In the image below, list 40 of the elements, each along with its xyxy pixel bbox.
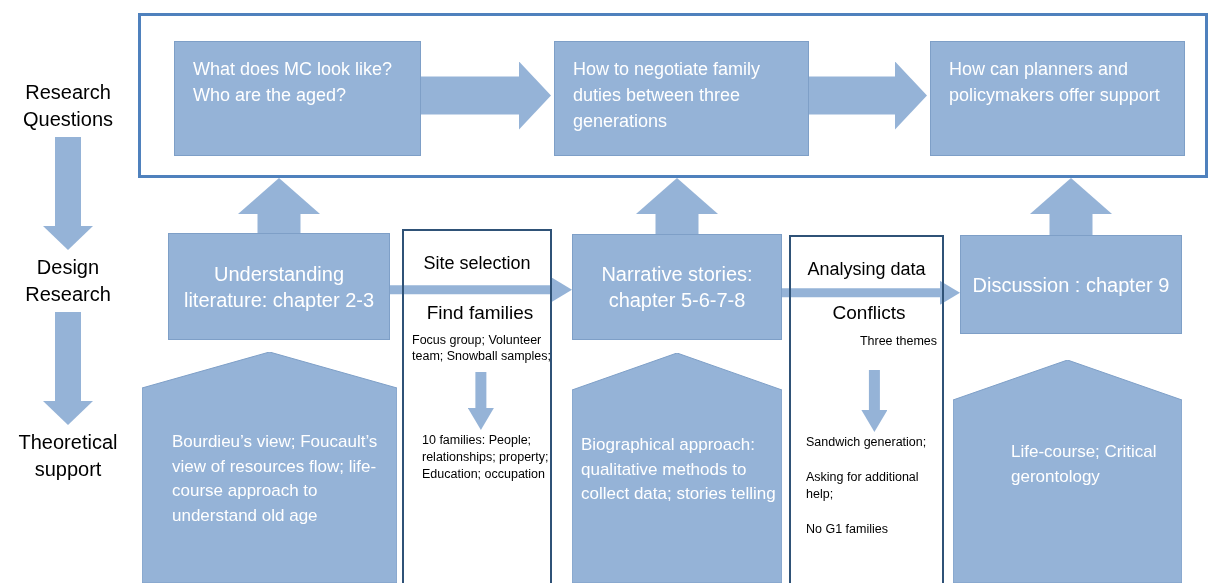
- process-box: [168, 233, 390, 340]
- block-arrow: [1030, 178, 1112, 235]
- question-text: What does MC look like? Who are the aged?: [193, 58, 394, 108]
- panel-text: Life-course; Critical gerontology: [1011, 441, 1158, 488]
- list-text: Three themes: [858, 334, 938, 348]
- row-label: Design Research: [24, 255, 112, 307]
- question-box: [930, 41, 1185, 156]
- block-arrow: [238, 178, 320, 233]
- question-text: How can planners and policymakers offer support: [949, 58, 1161, 108]
- block-arrow: [43, 137, 93, 250]
- list-text: Sandwich generation;: [806, 434, 928, 451]
- list-text: Focus group; Volunteer team; Snowball samples;: [411, 332, 552, 365]
- arrow: [782, 280, 960, 305]
- box-title: Understanding literature: chapter 2-3: [182, 261, 376, 313]
- panel-text: Biographical approach: qualitative methods to collect data; stories telling: [581, 434, 777, 506]
- arrow: [467, 372, 494, 430]
- list-text: No G1 families: [806, 520, 889, 538]
- row-label: Theoretical support: [17, 430, 119, 482]
- outlined-box: [402, 229, 552, 583]
- outlined-box: [789, 235, 944, 583]
- question-text: How to negotiate family duties between three generations: [573, 58, 762, 134]
- list-text: 10 families: People; relationships; property; Education; occupation: [422, 432, 550, 483]
- box-title: Analysing data: [806, 259, 927, 280]
- list-text: Find families: [425, 302, 535, 324]
- panel-text: Bourdieu’s view; Foucault’s view of resources flow; life-course approach to understand old age: [172, 431, 379, 527]
- block-arrow: [43, 312, 93, 425]
- box-title: Site selection: [422, 253, 532, 274]
- box-title: Narrative stories: chapter 5-6-7-8: [600, 262, 754, 313]
- block-arrow: [636, 178, 718, 234]
- process-box: [572, 234, 782, 340]
- arrow: [390, 277, 572, 302]
- frame-box: [138, 13, 1208, 178]
- list-text: Asking for additional help;: [806, 468, 920, 503]
- arrow: [861, 370, 888, 432]
- list-text: Conflicts: [831, 302, 907, 324]
- process-box: [960, 235, 1182, 334]
- box-title: Discussion : chapter 9: [971, 272, 1171, 298]
- row-label: Research Questions: [21, 80, 115, 132]
- question-box: [174, 41, 421, 156]
- question-box: [554, 41, 809, 156]
